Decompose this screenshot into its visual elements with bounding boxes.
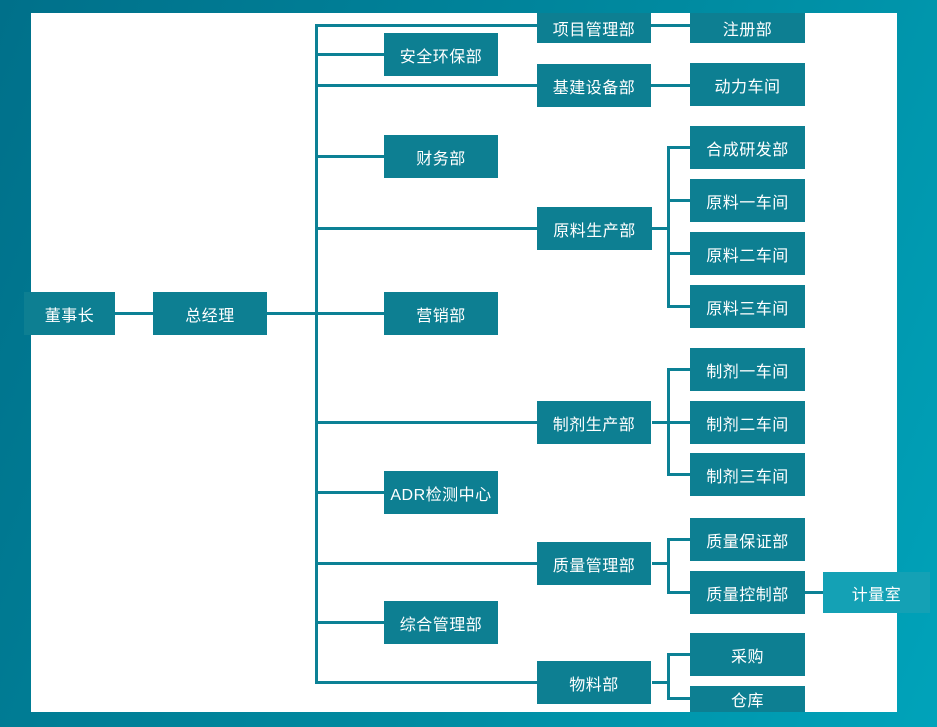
org-node-metrology[interactable]: 计量室: [823, 572, 930, 613]
connector-line: [805, 591, 823, 594]
connector-line: [667, 653, 690, 656]
connector-line: [318, 312, 384, 315]
connector-line: [667, 305, 690, 308]
org-node-raw-ws3[interactable]: 原料三车间: [690, 285, 805, 328]
connector-line: [651, 84, 690, 87]
connector-line: [667, 538, 690, 541]
org-node-prep-ws3[interactable]: 制剂三车间: [690, 453, 805, 496]
connector-line: [667, 368, 690, 371]
org-node-quality[interactable]: 质量管理部: [537, 542, 651, 585]
connector-line: [667, 473, 690, 476]
connector-line: [667, 697, 690, 700]
connector-line: [667, 146, 690, 149]
org-node-gm[interactable]: 总经理: [153, 292, 267, 335]
connector-line: [115, 312, 153, 315]
org-node-materials[interactable]: 物料部: [537, 661, 651, 704]
org-node-adr[interactable]: ADR检测中心: [384, 471, 498, 514]
org-node-raw-prod[interactable]: 原料生产部: [537, 207, 652, 250]
connector-line: [318, 562, 537, 565]
connector-line: [318, 227, 537, 230]
connector-line: [318, 681, 537, 684]
connector-line: [667, 421, 690, 424]
connector-line: [315, 24, 318, 684]
org-node-prep-ws1[interactable]: 制剂一车间: [690, 348, 805, 391]
connector-line: [667, 146, 670, 308]
org-node-qc[interactable]: 质量控制部: [690, 571, 805, 614]
connector-line: [267, 312, 318, 315]
org-node-qa[interactable]: 质量保证部: [690, 518, 805, 561]
org-node-finance[interactable]: 财务部: [384, 135, 498, 178]
connector-line: [652, 562, 670, 565]
connector-line: [318, 491, 384, 494]
connector-line: [318, 24, 537, 27]
connector-line: [667, 199, 690, 202]
org-node-warehouse[interactable]: 仓库: [690, 686, 805, 712]
connector-line: [318, 53, 384, 56]
org-node-prep-ws2[interactable]: 制剂二车间: [690, 401, 805, 444]
connector-line: [652, 421, 670, 424]
connector-line: [651, 24, 690, 27]
org-node-synthesis[interactable]: 合成研发部: [690, 126, 805, 169]
connector-line: [652, 227, 670, 230]
org-node-infra[interactable]: 基建设备部: [537, 64, 651, 107]
connector-line: [318, 621, 384, 624]
org-node-raw-ws2[interactable]: 原料二车间: [690, 232, 805, 275]
org-node-register[interactable]: 注册部: [690, 13, 805, 43]
org-node-purchase[interactable]: 采购: [690, 633, 805, 676]
org-node-marketing[interactable]: 营销部: [384, 292, 498, 335]
org-node-power[interactable]: 动力车间: [690, 63, 805, 106]
connector-line: [667, 538, 670, 594]
connector-line: [318, 421, 537, 424]
connector-line: [318, 84, 537, 87]
org-node-admin[interactable]: 综合管理部: [384, 601, 498, 644]
connector-line: [667, 653, 670, 700]
org-node-project[interactable]: 项目管理部: [537, 13, 651, 43]
org-node-prep-prod[interactable]: 制剂生产部: [537, 401, 651, 444]
connector-line: [667, 252, 690, 255]
org-node-raw-ws1[interactable]: 原料一车间: [690, 179, 805, 222]
org-node-chairman[interactable]: 董事长: [24, 292, 115, 335]
connector-line: [318, 155, 384, 158]
connector-line: [652, 681, 670, 684]
org-node-safety[interactable]: 安全环保部: [384, 33, 498, 76]
connector-line: [667, 591, 690, 594]
